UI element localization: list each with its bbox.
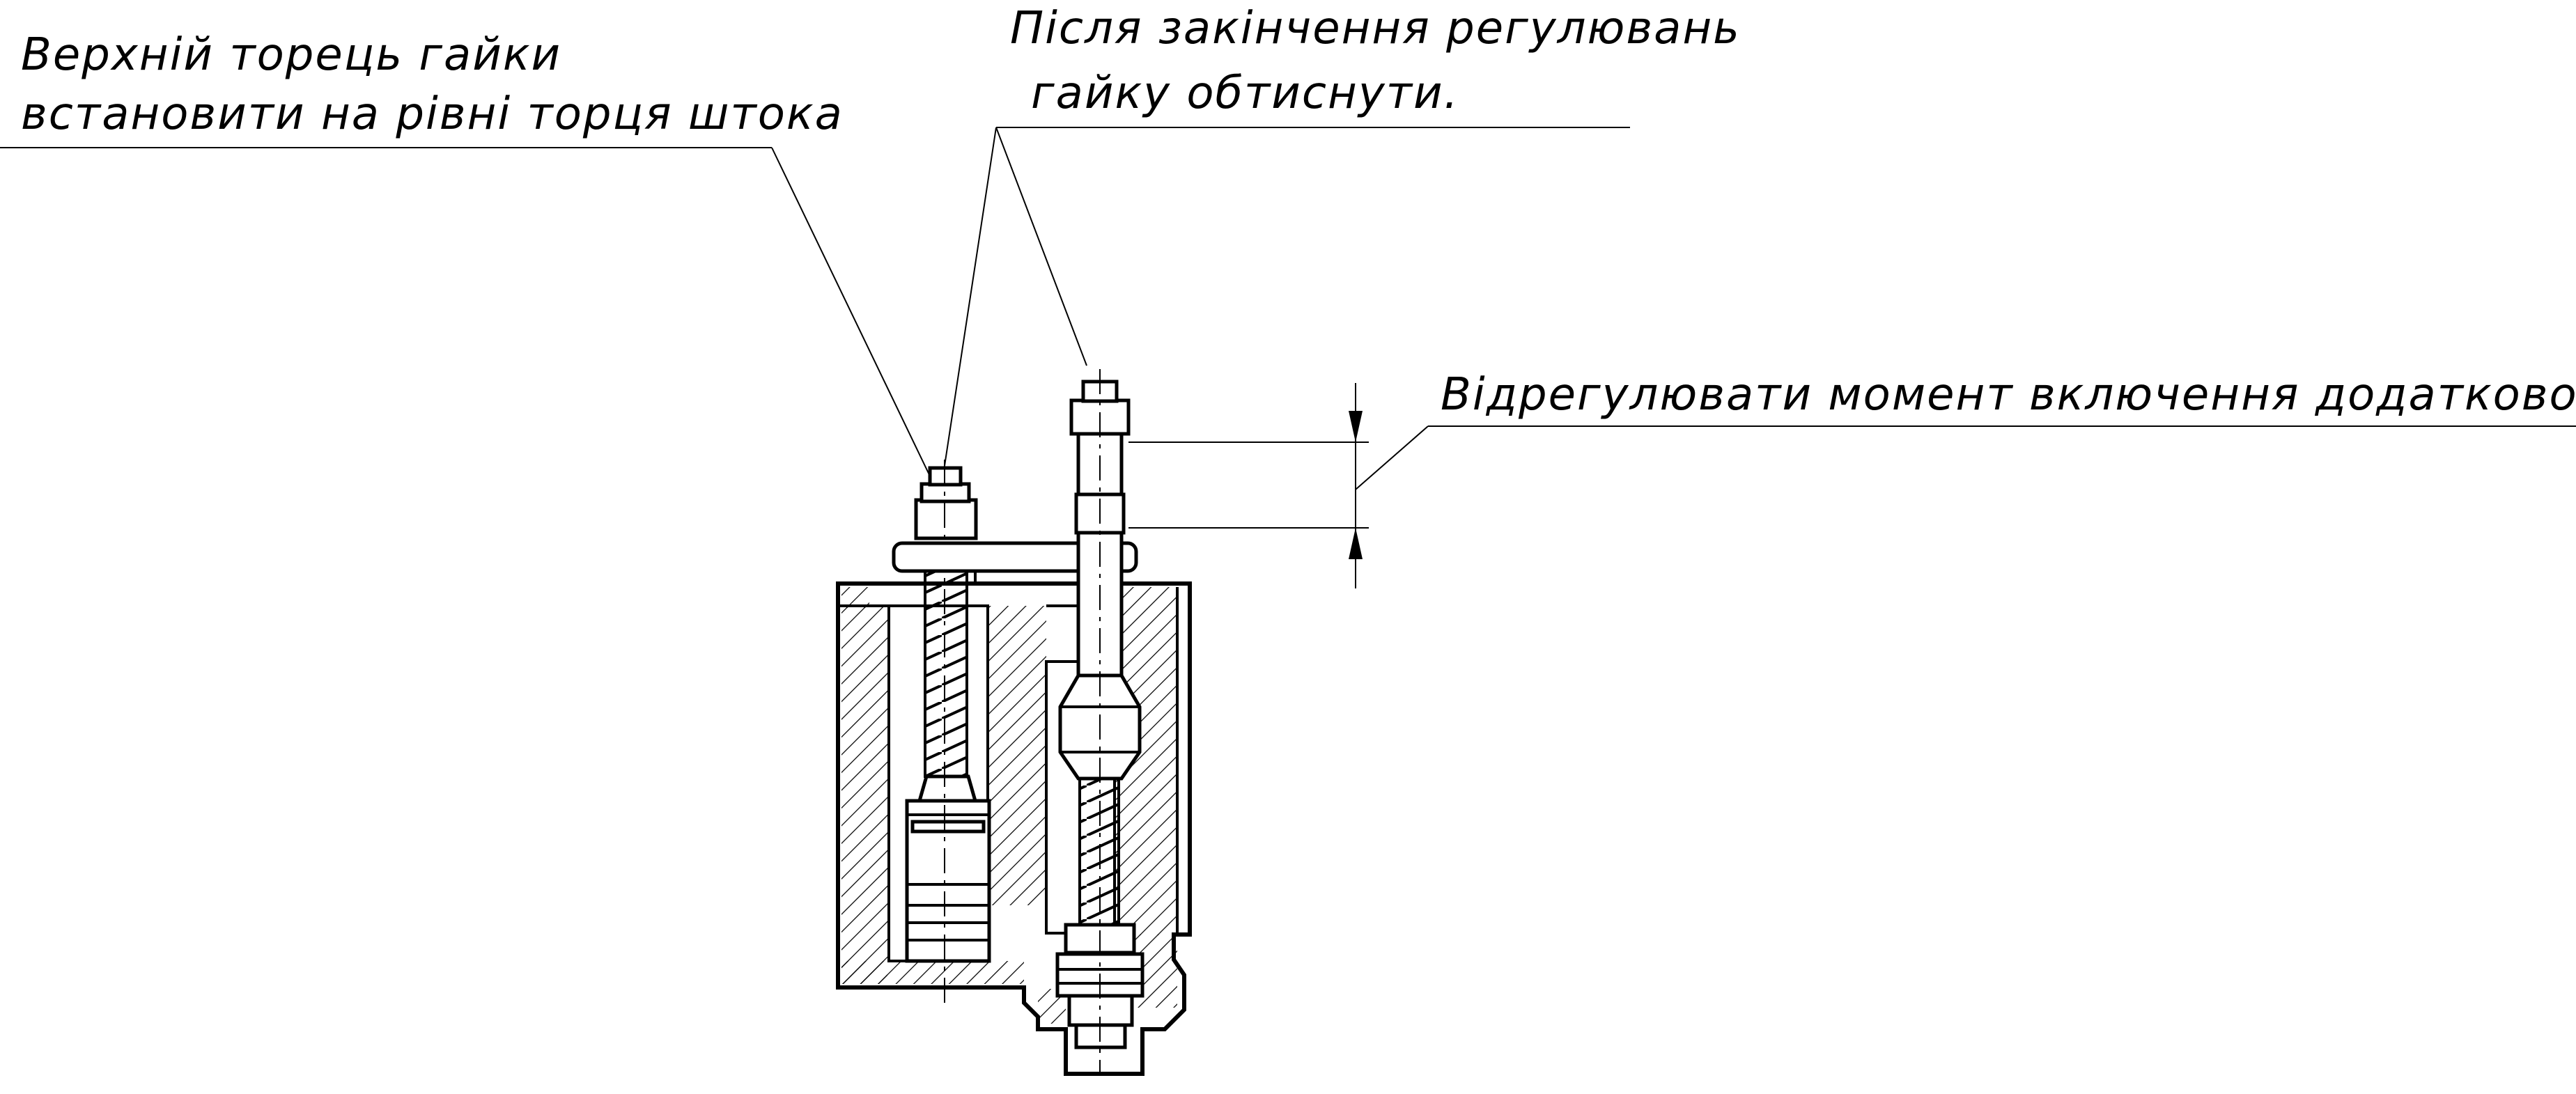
left-stem-assembly [905, 460, 991, 1003]
note-adjust-moment-line1: Відрегулювати момент включення додатково… [1441, 369, 2576, 421]
right-adjusting-rod [1055, 369, 1145, 1076]
note-nut-face-line1: Верхній торець гайки [21, 29, 561, 81]
note-after-adjust-line1: Після закінчення регулювань [1010, 3, 1741, 54]
note-nut-face-line2: встановити на рівні торця штока [21, 88, 844, 140]
adjustment-dimension [1128, 383, 1369, 588]
note-adjust-moment: Відрегулювати момент включення додатково… [1441, 369, 2576, 421]
note-after-adjust: Після закінчення регулювань гайку обтисн… [1010, 3, 1741, 119]
housing-section [836, 581, 1192, 1076]
note-after-adjust-line2: гайку обтиснути. [1031, 68, 1459, 119]
note-nut-face: Верхній торець гайки встановити на рівні… [21, 29, 844, 140]
leader-lines [0, 127, 2576, 490]
